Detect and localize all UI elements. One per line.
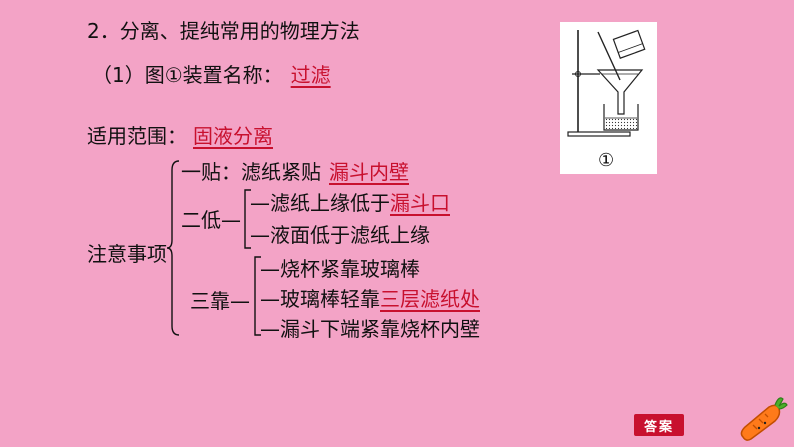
two-low-item-1-answer: 漏斗口 — [390, 191, 450, 215]
apparatus-name-prefix: （1）图①装置名称： — [92, 63, 283, 87]
two-low-item-1-prefix: —滤纸上缘低于 — [250, 191, 390, 215]
filtration-apparatus-figure: ① — [560, 22, 657, 174]
two-low-label: 二低— — [181, 208, 241, 232]
answer-button[interactable]: 答案 — [634, 414, 684, 436]
one-tie-answer: 漏斗内壁 — [329, 160, 409, 184]
three-lean-item-3: —漏斗下端紧靠烧杯内壁 — [260, 317, 480, 341]
notes-title: 注意事项 — [87, 242, 167, 266]
three-lean-item-2-prefix: —玻璃棒轻靠 — [260, 287, 380, 311]
apparatus-name-line: （1）图①装置名称： 过滤 — [92, 62, 331, 88]
filtration-apparatus-drawing — [567, 29, 646, 137]
two-low-bracket — [244, 189, 251, 249]
three-lean-item-2-answer: 三层滤纸处 — [380, 287, 480, 311]
three-lean-item-1: —烧杯紧靠玻璃棒 — [260, 257, 420, 281]
scope-line: 适用范围：固液分离 — [87, 123, 273, 149]
two-low-item-1: —滤纸上缘低于漏斗口 — [250, 190, 456, 216]
three-lean-bracket — [254, 256, 261, 336]
scope-answer: 固液分离 — [193, 124, 273, 148]
three-lean-label: 三靠— — [190, 289, 250, 313]
scope-label: 适用范围： — [87, 124, 187, 148]
two-low-item-2: —液面低于滤纸上缘 — [250, 223, 430, 247]
one-tie-prefix: 一贴：滤纸紧贴 — [181, 160, 321, 184]
one-tie-line: 一贴：滤纸紧贴漏斗内壁 — [181, 159, 409, 185]
apparatus-name-answer: 过滤 — [290, 63, 331, 87]
carrot-icon — [740, 397, 788, 441]
section-heading: 2．分离、提纯常用的物理方法 — [87, 19, 360, 43]
three-lean-item-2: —玻璃棒轻靠三层滤纸处 — [260, 286, 480, 312]
main-brace — [166, 160, 180, 336]
figure-caption: ① — [598, 150, 615, 171]
